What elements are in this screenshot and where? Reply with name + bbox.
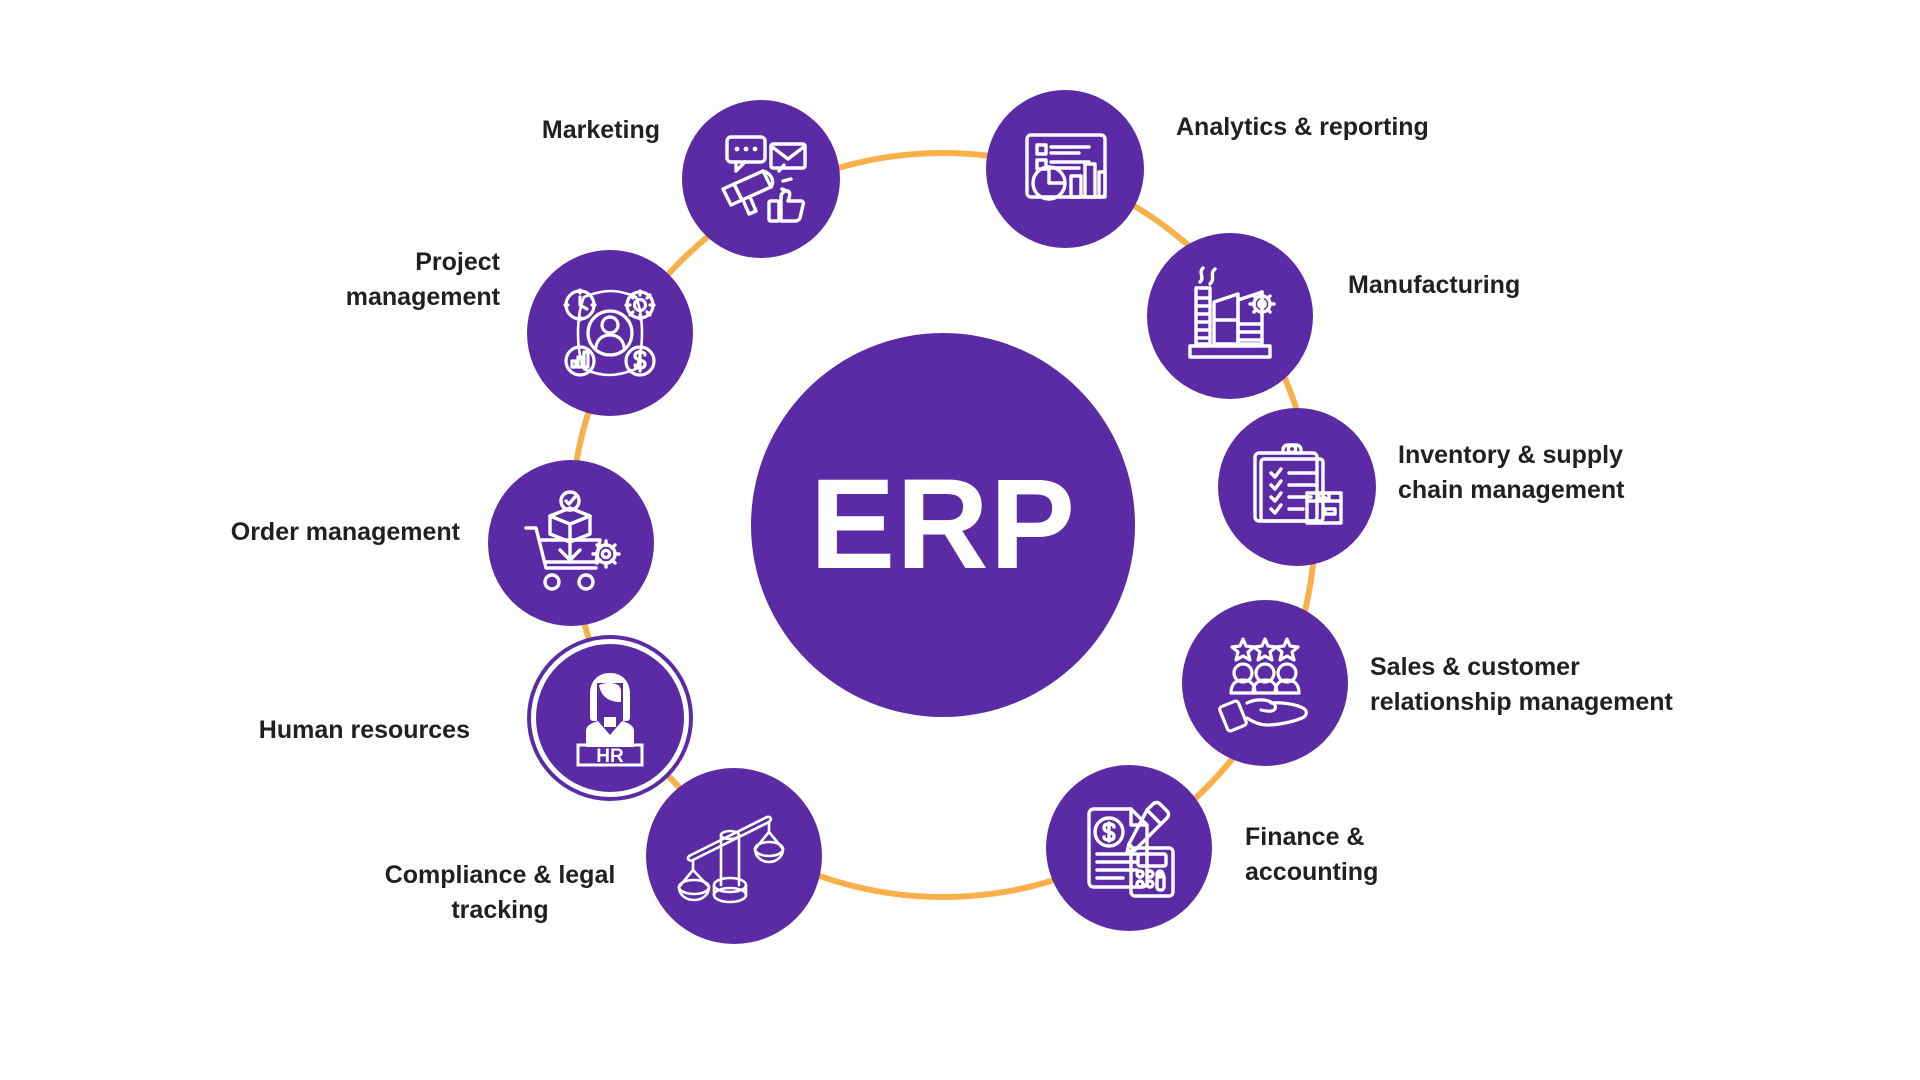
node-compliance-legal[interactable] <box>646 768 822 944</box>
invoice-calculator-icon <box>1087 800 1175 898</box>
node-finance-accounting[interactable] <box>1046 765 1212 931</box>
megaphone-icon <box>721 135 807 223</box>
factory-icon <box>1188 266 1276 359</box>
label-marketing: Marketing <box>541 116 660 144</box>
label-analytics-reporting: Analytics & reporting <box>1176 113 1429 141</box>
center-hub: ERP <box>751 333 1135 717</box>
shopping-cart-icon <box>524 490 621 591</box>
label-order-management: Order management <box>230 518 460 546</box>
node-analytics-reporting[interactable] <box>986 90 1144 248</box>
clipboard-checklist-icon <box>1253 443 1343 525</box>
balance-scales-icon <box>677 815 785 904</box>
project-hub-icon <box>563 288 656 377</box>
node-project-management[interactable] <box>527 250 693 416</box>
label-inventory-supply-chain: Inventory & supply chain management <box>1398 441 1625 504</box>
dashboard-chart-icon <box>1025 133 1107 201</box>
label-compliance-legal: Compliance & legal tracking <box>384 861 616 924</box>
hr-banner-text: HR <box>596 746 624 767</box>
label-finance-accounting: Finance & accounting <box>1245 823 1379 886</box>
label-project-management: Project management <box>345 248 500 311</box>
node-inventory-supply-chain[interactable] <box>1218 408 1376 566</box>
customer-care-icon <box>1218 637 1308 733</box>
node-sales-crm[interactable] <box>1182 600 1348 766</box>
label-human-resources: Human resources <box>258 716 470 744</box>
center-hub-label: ERP <box>809 453 1077 596</box>
label-sales-crm: Sales & customer relationship management <box>1370 653 1673 716</box>
node-order-management[interactable] <box>488 460 654 626</box>
node-marketing[interactable] <box>682 100 840 258</box>
label-manufacturing: Manufacturing <box>1348 271 1521 299</box>
node-manufacturing[interactable] <box>1147 233 1313 399</box>
hr-person-icon: HR <box>576 673 644 767</box>
node-human-resources[interactable]: HR <box>531 639 689 797</box>
